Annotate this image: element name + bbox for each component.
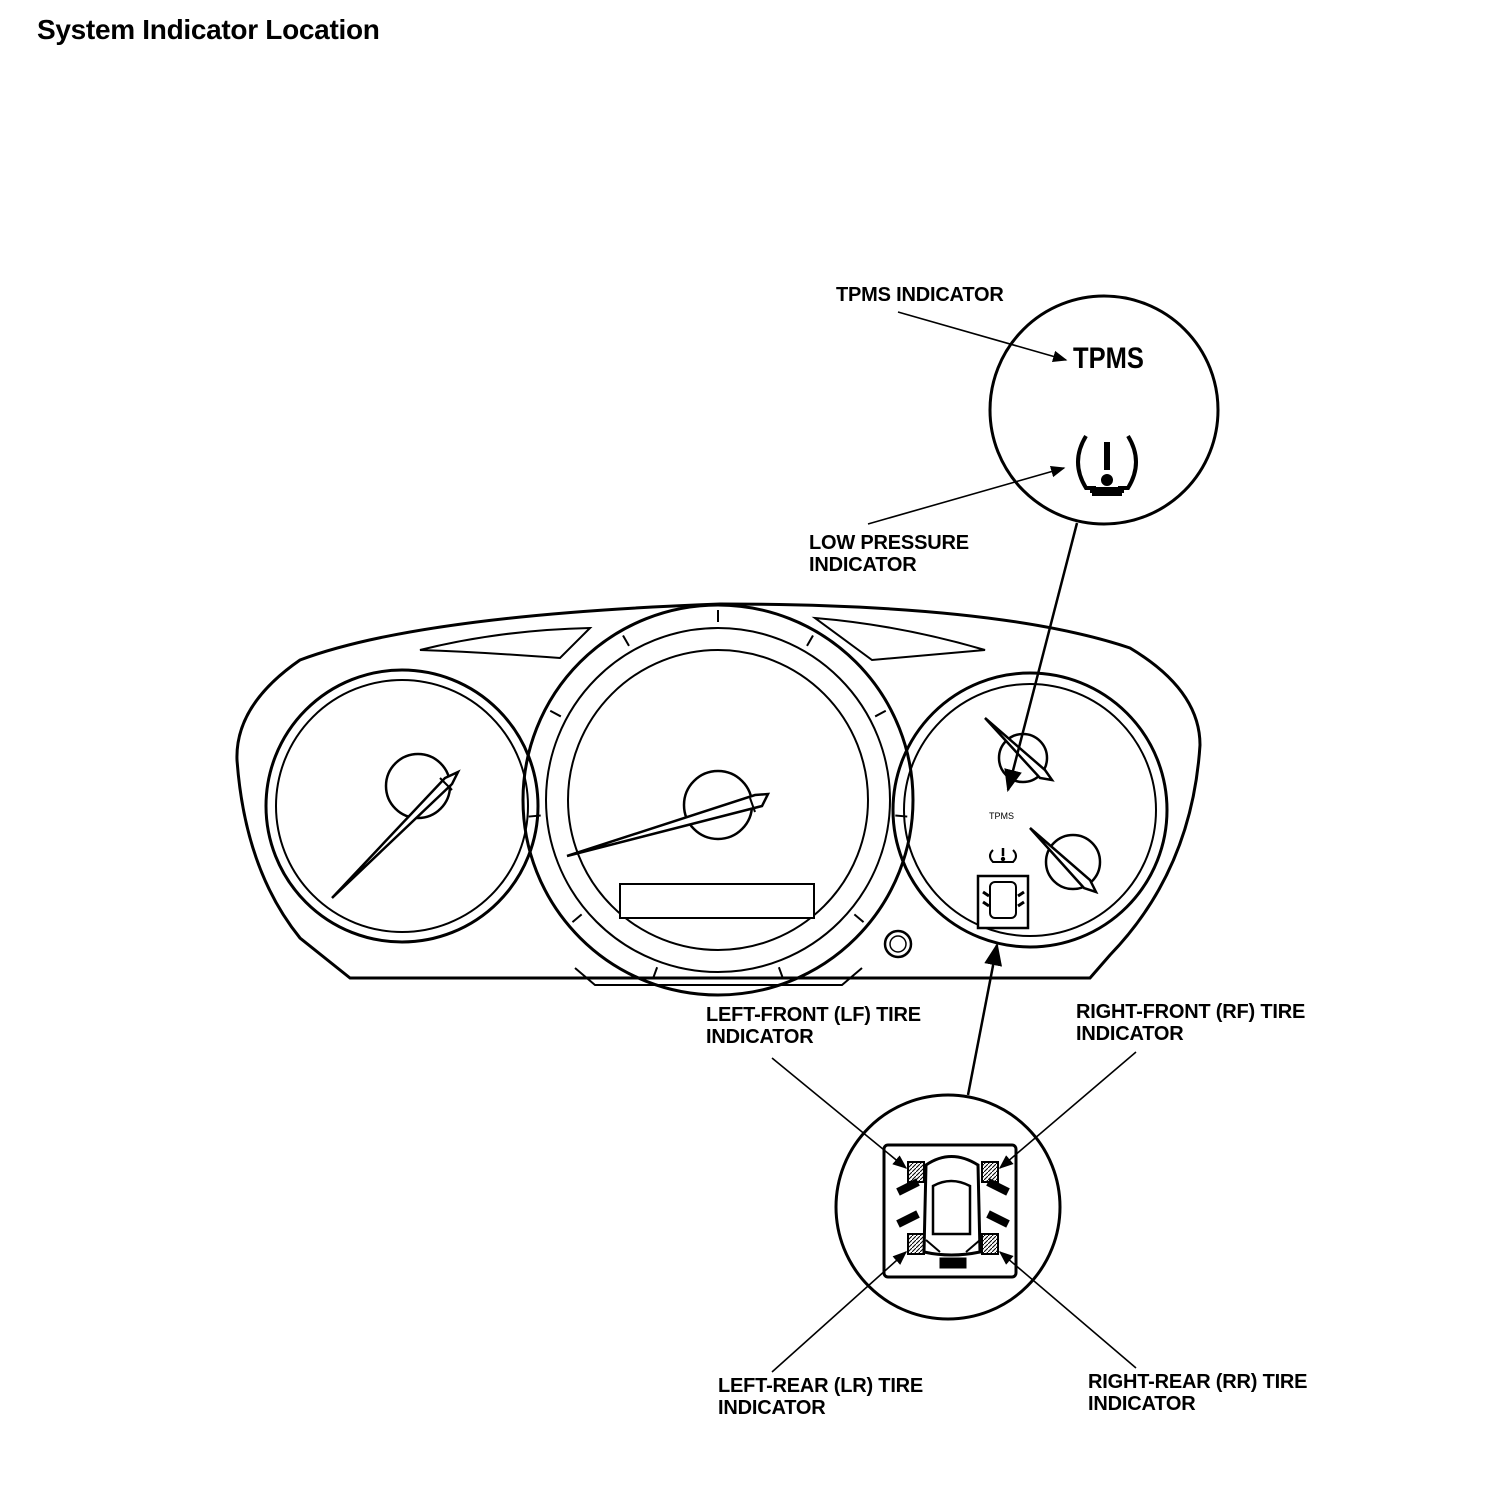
cluster-housing: [235, 602, 1202, 980]
speedometer-tick: [528, 814, 541, 818]
right-rear-tire-label: RIGHT-REAR (RR) TIRE INDICATOR: [1088, 1371, 1308, 1415]
rf-leader: [998, 1051, 1137, 1169]
low-pressure-indicator-label: LOW PRESSURE INDICATOR: [809, 532, 969, 576]
lr-leader: [771, 1251, 908, 1373]
speedometer-tick: [622, 634, 630, 647]
tpms-symbol-small: TPMS: [989, 811, 1015, 821]
tire-indicator-lf: [907, 1161, 925, 1183]
rr-leader: [998, 1251, 1137, 1369]
tpms-indicator-label: TPMS INDICATOR: [836, 284, 1004, 306]
speedometer-tick: [571, 913, 583, 923]
tpms-leader: [897, 311, 1068, 362]
speedometer-gauge: [521, 603, 915, 997]
low-pressure-icon: [1076, 434, 1138, 496]
tire-zoom-arrow: [966, 942, 1002, 1096]
tpms-magnifier-circle: [988, 294, 1220, 526]
speedometer-tick: [874, 709, 887, 718]
page-title: System Indicator Location: [37, 14, 380, 45]
speedometer-tick: [777, 966, 784, 979]
tpms-symbol-large: TPMS: [1073, 342, 1144, 375]
tpms-zoom-arrow: [1004, 522, 1079, 793]
odometer-display: [619, 883, 815, 919]
speedometer-tick: [895, 814, 908, 818]
tire-indicator-lr: [907, 1233, 925, 1255]
leader-lines: [771, 311, 1137, 1373]
right-front-tire-label: RIGHT-FRONT (RF) TIRE INDICATOR: [1076, 1001, 1306, 1045]
speedometer-tick: [549, 709, 562, 718]
left-front-tire-label: LEFT-FRONT (LF) TIRE INDICATOR: [706, 1004, 921, 1048]
low-pressure-icon-small: [989, 848, 1017, 863]
tire-indicator-magnifier-circle: [834, 1093, 1062, 1321]
tire-indicator-rf: [981, 1161, 999, 1183]
speedometer-tick: [853, 913, 865, 923]
low-pressure-leader: [867, 466, 1066, 525]
lf-leader: [771, 1057, 908, 1169]
speedometer-tick: [652, 966, 659, 979]
tire-indicator-rr: [981, 1233, 999, 1255]
speedometer-tick: [806, 634, 814, 647]
speedometer-ticks: [528, 610, 908, 979]
left-gauge: [264, 668, 540, 944]
left-rear-tire-label: LEFT-REAR (LR) TIRE INDICATOR: [718, 1375, 924, 1419]
